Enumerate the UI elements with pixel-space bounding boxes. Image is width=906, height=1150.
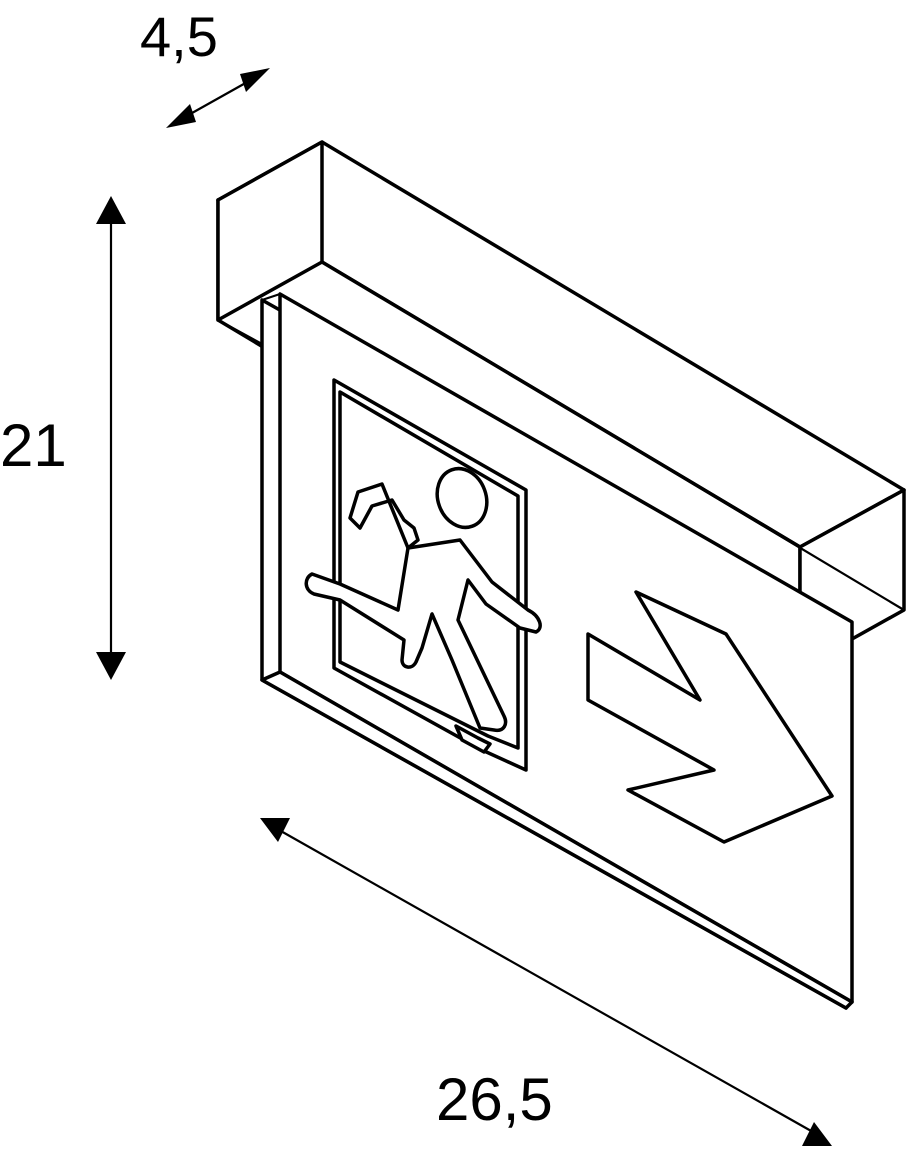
width-arrowhead-right (802, 1122, 832, 1146)
width-dimension: 26,5 (260, 818, 832, 1146)
width-label: 26,5 (436, 1066, 553, 1133)
height-label: 21 (0, 412, 67, 479)
depth-arrowhead-right (240, 68, 270, 92)
direction-arrow-right (586, 590, 834, 844)
height-arrowhead-bottom (96, 652, 126, 680)
running-man-pictogram (304, 378, 542, 772)
depth-dimension: 4,5 (140, 5, 270, 128)
depth-arrowhead-left (166, 104, 196, 128)
depth-label: 4,5 (140, 5, 218, 68)
height-dimension: 21 (0, 196, 126, 680)
height-arrowhead-top (96, 196, 126, 224)
width-arrowhead-left (260, 818, 290, 842)
